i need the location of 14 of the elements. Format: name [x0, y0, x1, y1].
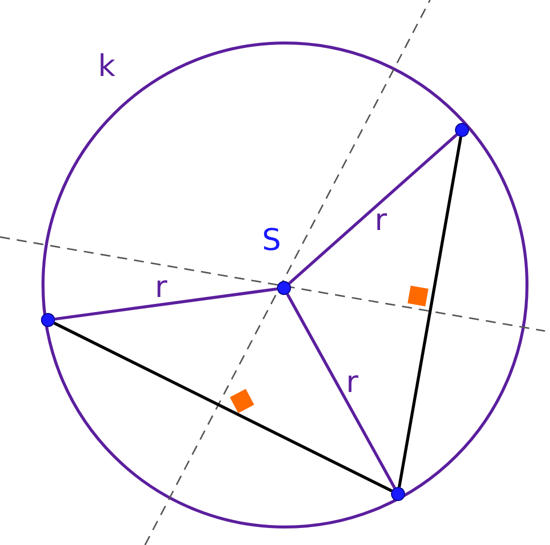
line-segment — [54, 322, 392, 492]
edge-label: r — [346, 368, 358, 398]
point-dot — [41, 313, 55, 327]
line-segment — [286, 293, 396, 489]
edge-label: r — [154, 273, 168, 304]
edge-label: r — [374, 206, 387, 236]
point-dot — [391, 487, 405, 501]
point-dot — [455, 123, 469, 137]
line-segment — [54, 287, 278, 321]
point-label: S — [262, 226, 282, 256]
line-segment — [288, 134, 458, 284]
line-segment — [398, 136, 462, 488]
point-dot — [277, 281, 291, 295]
circle-label: k — [98, 52, 116, 82]
